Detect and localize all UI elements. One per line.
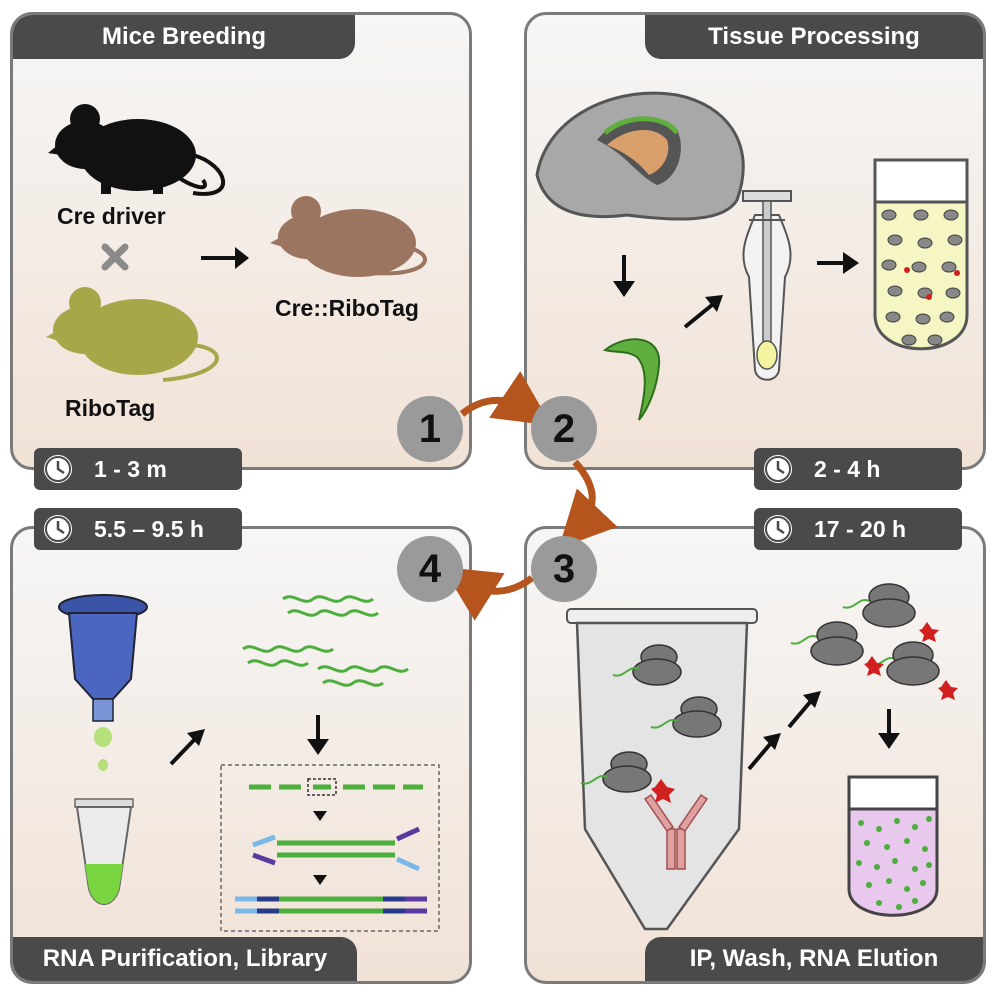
- step-1-circle: 1: [397, 396, 463, 462]
- clock-icon: [762, 513, 794, 545]
- step-3-circle: 3: [531, 536, 597, 602]
- timing-text: 2 - 4 h: [814, 455, 881, 482]
- diagonal-arrow-icon: [169, 729, 205, 766]
- library-prep-box: [220, 764, 440, 932]
- timing-text: 5.5 – 9.5 h: [94, 515, 204, 542]
- ip-elution-illustration: [566, 583, 958, 931]
- ribotag-mouse-icon: [46, 287, 219, 382]
- lysate-tube-icon: [873, 158, 969, 351]
- panel-title: Tissue Processing: [645, 15, 983, 59]
- collection-tube-icon: [74, 798, 134, 905]
- cre-ribotag-mouse-icon: [270, 196, 427, 277]
- breeding-arrow-icon: [201, 247, 249, 269]
- panel-title: RNA Purification, Library: [13, 937, 357, 981]
- timing-text: 1 - 3 m: [94, 455, 167, 482]
- timing-badge: 1 - 3 m: [34, 448, 242, 490]
- ribosome-icon: [602, 644, 722, 793]
- cre-driver-mouse-icon: [48, 104, 226, 196]
- elution-tube-icon: [847, 775, 939, 917]
- panel-tissue-processing: Tissue Processing: [524, 12, 986, 470]
- cre-ribotag-label: Cre::RiboTag: [275, 295, 419, 321]
- ip-tube-icon: [566, 608, 758, 931]
- timing-text: 17 - 20 h: [814, 515, 907, 542]
- panel-mice-breeding: Mice Breeding Cre driver RiboTag Cre::Ri…: [10, 12, 472, 470]
- clock-icon: [42, 453, 74, 485]
- down-arrow-icon: [878, 709, 900, 749]
- step-2-circle: 2: [531, 396, 597, 462]
- antibody-icon: [643, 793, 709, 870]
- flow-arrow-3-4: [442, 567, 535, 621]
- step-4-circle: 4: [397, 536, 463, 602]
- homogenizer-icon: [742, 190, 792, 381]
- clock-icon: [42, 513, 74, 545]
- clock-icon: [762, 453, 794, 485]
- timing-badge: 2 - 4 h: [754, 448, 962, 490]
- flow-arrow-2-3: [558, 459, 618, 549]
- brain-icon: [535, 91, 745, 221]
- cre-driver-label: Cre driver: [57, 203, 166, 229]
- mice-breeding-illustration: [46, 104, 427, 382]
- panel-title: Mice Breeding: [13, 15, 355, 59]
- diagonal-arrow-icon: [683, 295, 723, 329]
- diagonal-arrow-icon: [747, 691, 821, 771]
- ribotag-label: RiboTag: [65, 395, 156, 421]
- rna-purification-illustration: [58, 594, 440, 932]
- timing-badge: 17 - 20 h: [754, 508, 962, 550]
- panel-ip-wash-elution: IP, Wash, RNA Elution: [524, 526, 986, 984]
- column-icon: [58, 594, 148, 771]
- cross-icon: [101, 243, 129, 271]
- tissue-processing-illustration: [535, 91, 969, 421]
- down-arrow-icon: [613, 255, 635, 297]
- panel-title: IP, Wash, RNA Elution: [645, 937, 983, 981]
- eluted-ribosomes-icon: [790, 583, 958, 700]
- rna-strand-icon: [242, 595, 409, 687]
- timing-badge: 5.5 – 9.5 h: [34, 508, 242, 550]
- down-arrow-icon: [307, 715, 329, 755]
- hippocampus-icon: [602, 338, 661, 421]
- right-arrow-icon: [817, 252, 859, 274]
- panel-rna-purification: RNA Purification, Library: [10, 526, 472, 984]
